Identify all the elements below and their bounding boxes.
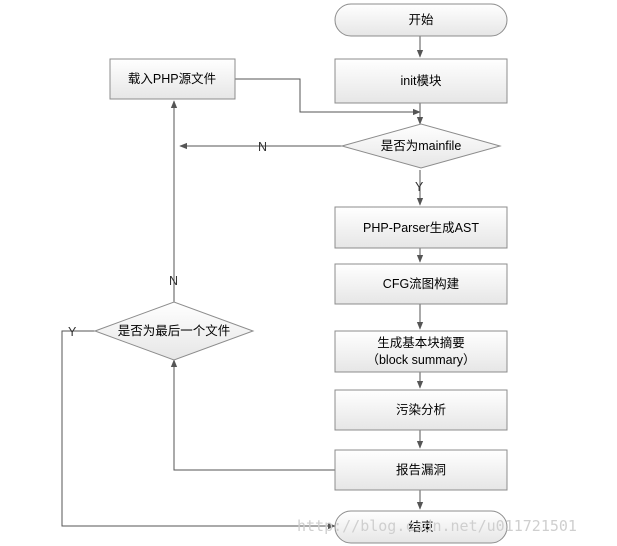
node-is-last-label: 是否为最后一个文件 <box>118 323 231 338</box>
node-taint-analysis: 污染分析 <box>334 389 508 431</box>
node-block-summary: 生成基本块摘要 （block summary） <box>334 330 508 373</box>
node-end: 结束 <box>334 510 508 544</box>
node-report-label: 报告漏洞 <box>396 462 446 477</box>
edge-label-main-yes: Y <box>415 180 424 194</box>
edge-label-last-no: N <box>169 274 178 288</box>
node-is-mainfile: 是否为mainfile <box>340 123 502 169</box>
node-start: 开始 <box>334 3 508 37</box>
edge-label-main-no: N <box>258 140 267 154</box>
node-report-vulnerability: 报告漏洞 <box>334 449 508 491</box>
node-taint-label: 污染分析 <box>396 402 446 417</box>
edge-is-last-yes <box>61 330 336 530</box>
node-end-label: 结束 <box>408 520 434 534</box>
node-init: init模块 <box>334 58 508 104</box>
node-parser-ast: PHP-Parser生成AST <box>334 206 508 249</box>
watermark-text: http://blog.csdn.net/u011721501 <box>297 517 577 535</box>
node-summary-label-line2: （block summary） <box>366 353 475 367</box>
node-cfg-build: CFG流图构建 <box>334 263 508 305</box>
edge-load-is-main <box>235 78 421 116</box>
node-cfg-label: CFG流图构建 <box>383 276 460 291</box>
node-load-label: 载入PHP源文件 <box>128 71 216 86</box>
edge-label-last-yes: Y <box>68 325 77 339</box>
node-parser-label: PHP-Parser生成AST <box>363 221 479 235</box>
node-load-php-source: 载入PHP源文件 <box>109 58 236 100</box>
node-start-label: 开始 <box>408 13 434 27</box>
edge-report-is-last <box>170 359 335 471</box>
node-is-last-file: 是否为最后一个文件 <box>93 301 255 361</box>
node-summary-label-line1: 生成基本块摘要 <box>377 335 465 350</box>
connectors <box>61 36 424 530</box>
node-init-label: init模块 <box>401 74 442 88</box>
node-is-main-label: 是否为mainfile <box>381 139 462 153</box>
